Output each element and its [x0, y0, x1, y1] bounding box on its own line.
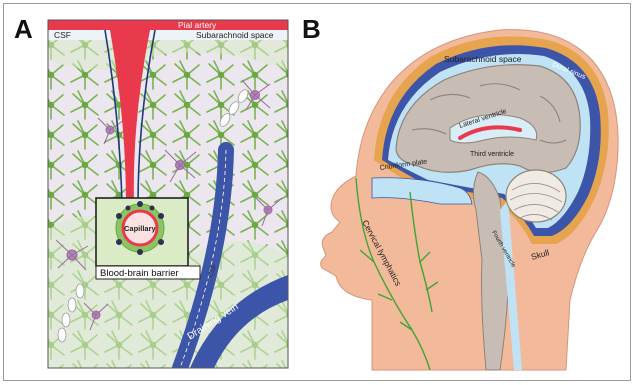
third-ventricle-label: Third ventricle: [470, 151, 514, 158]
pial-artery: [48, 20, 288, 30]
subarachnoid-space-label-b: Subarachnoid space: [444, 54, 522, 64]
blood-brain-barrier-label: Blood-brain barrier: [100, 268, 179, 279]
panel-a-illustration: [48, 20, 288, 368]
panel-b-illustration: [321, 30, 618, 370]
pial-artery-label: Pial artery: [178, 20, 217, 30]
subarachnoid-space-label-a: Subarachnoid space: [196, 30, 274, 40]
capillary-label: Capillary: [124, 224, 157, 233]
csf-top-label: CSF: [54, 30, 71, 40]
